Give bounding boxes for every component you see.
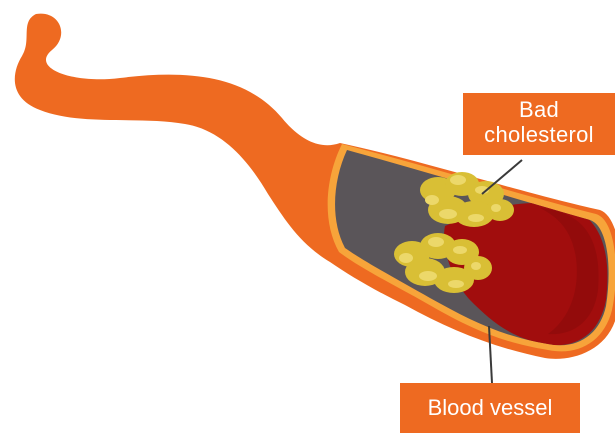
- bad-cholesterol-label-line-2: cholesterol: [463, 122, 615, 147]
- blood-vessel-label-text: Blood vessel: [428, 395, 553, 420]
- bad-cholesterol-label-line-1: Bad: [463, 97, 615, 122]
- bad-cholesterol-label: Bad cholesterol: [463, 93, 615, 155]
- blood-vessel-label: Blood vessel: [400, 383, 580, 433]
